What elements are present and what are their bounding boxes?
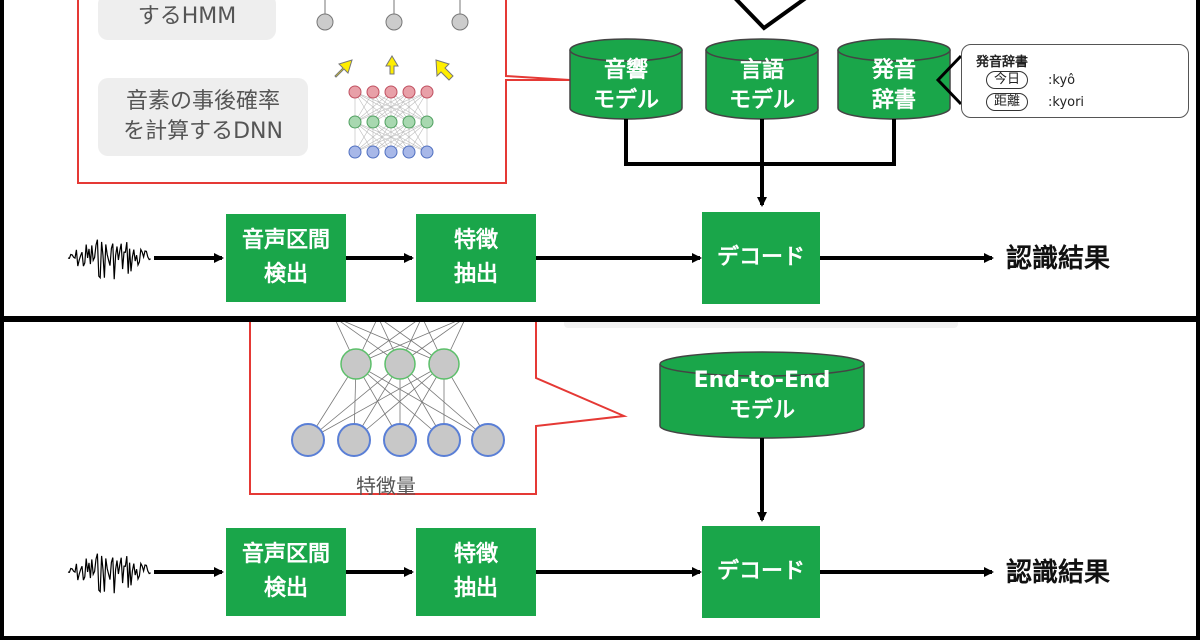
dnn-node	[348, 85, 362, 99]
pronunciation-dict-cylinder	[837, 38, 951, 120]
hmm-label: するHMM	[137, 4, 237, 29]
acoustic-model-label: 音響 モデル	[570, 56, 682, 116]
dnn-hidden-node	[428, 348, 460, 380]
decode-label: デコード	[716, 245, 805, 270]
dnn-input-node	[383, 423, 417, 457]
feature-line1: 特徴	[453, 228, 498, 253]
language-model-line1: 言語	[739, 58, 784, 83]
faint-box	[564, 322, 958, 328]
end-to-end-model-cylinder	[659, 351, 865, 439]
dict-reading: :kyori	[1048, 94, 1085, 110]
recognition-result: 認識結果	[1006, 558, 1111, 588]
waveform	[67, 239, 151, 280]
dnn-input-node	[471, 423, 505, 457]
e2e-model-line1: End-to-End	[693, 368, 831, 393]
feature-quantity-label: 特徴量	[356, 474, 416, 498]
large-dnn	[291, 322, 505, 457]
model-cylinders	[569, 38, 951, 120]
dnn-node	[366, 115, 380, 129]
dnn-input-node	[291, 423, 325, 457]
e2e-model-line2: モデル	[728, 398, 795, 423]
dnn-hidden-node	[340, 348, 372, 380]
decode-box: デコード	[702, 212, 820, 304]
waveform	[67, 553, 151, 594]
vad-line2: 検出	[263, 262, 308, 287]
feature-extraction-box: 特徴 抽出	[416, 214, 536, 302]
feature-line2: 抽出	[453, 262, 498, 287]
language-model-label: 言語 モデル	[706, 56, 818, 116]
vad-line1: 音声区間	[241, 542, 330, 567]
feature-extraction-box: 特徴 抽出	[416, 528, 536, 616]
dnn-label-line1: 音素の事後確率	[125, 89, 280, 114]
acoustic-model-line2: モデル	[592, 88, 659, 113]
end-to-end-model-label: End-to-End モデル	[660, 366, 864, 426]
dnn-node	[348, 115, 362, 129]
hmm-nodes	[316, 0, 469, 31]
dict-reading: :kyô	[1048, 72, 1076, 88]
pronunciation-dict-line2: 辞書	[871, 88, 916, 113]
feature-line1: 特徴	[453, 542, 498, 567]
dnn-node	[402, 145, 416, 159]
dict-entry: 距離 :kyori	[986, 93, 1084, 111]
small-dnn	[348, 85, 434, 159]
end-to-end-asr-panel: 特徴量 End-to-End モデル 音声区間 検出 特徴 抽出 デコード 認識…	[4, 322, 1196, 636]
dnn-node	[384, 145, 398, 159]
dict-word: 距離	[986, 93, 1029, 111]
bottom-diagram-graphics	[67, 322, 994, 594]
acoustic-model-cylinder	[569, 38, 683, 120]
dnn-node	[402, 115, 416, 129]
callout-bubble	[77, 0, 571, 184]
dict-entry: 今日 :kyô	[986, 71, 1075, 89]
dnn-node	[420, 115, 434, 129]
dnn-label-box: 音素の事後確率 を計算するDNN	[98, 78, 308, 156]
callout-bubble	[249, 322, 628, 495]
dnn-label-line2: を計算するDNN	[123, 119, 283, 144]
dnn-node	[348, 145, 362, 159]
language-model-cylinder	[705, 38, 819, 120]
language-model-line2: モデル	[728, 88, 795, 113]
acoustic-model-line1: 音響	[603, 58, 648, 83]
model-to-decode-lines	[624, 119, 896, 207]
hmm-label-box: するHMM	[98, 0, 276, 40]
top-v-lines	[734, 0, 807, 31]
dnn-node	[366, 85, 380, 99]
yellow-up-arrows	[334, 55, 454, 81]
pronunciation-dict-label: 発音 辞書	[838, 56, 950, 116]
conventional-asr-panel: するHMM 音素の事後確率 を計算するDNN 音響 モデル 言語 モデル 発音 …	[4, 0, 1196, 316]
vad-line1: 音声区間	[241, 228, 330, 253]
dnn-node	[420, 85, 434, 99]
dnn-node	[384, 115, 398, 129]
dict-word: 今日	[986, 71, 1029, 89]
recognition-result: 認識結果	[1006, 244, 1111, 274]
vad-box: 音声区間 検出	[226, 214, 346, 302]
vad-line2: 検出	[263, 576, 308, 601]
dnn-input-node	[337, 423, 371, 457]
dnn-node	[402, 85, 416, 99]
top-diagram-graphics	[67, 0, 994, 280]
dnn-input-node	[427, 423, 461, 457]
decode-box: デコード	[702, 526, 820, 618]
dnn-node	[366, 145, 380, 159]
dnn-hidden-node	[384, 348, 416, 380]
pronunciation-dictionary-card: 発音辞書 今日 :kyô 距離 :kyori	[961, 44, 1189, 118]
decode-label: デコード	[716, 559, 805, 584]
vad-box: 音声区間 検出	[226, 528, 346, 616]
dnn-node	[384, 85, 398, 99]
pronunciation-dict-line1: 発音	[871, 58, 916, 83]
dict-connector	[935, 54, 963, 106]
dnn-node	[420, 145, 434, 159]
dict-title: 発音辞書	[976, 55, 1029, 70]
feature-line2: 抽出	[453, 576, 498, 601]
